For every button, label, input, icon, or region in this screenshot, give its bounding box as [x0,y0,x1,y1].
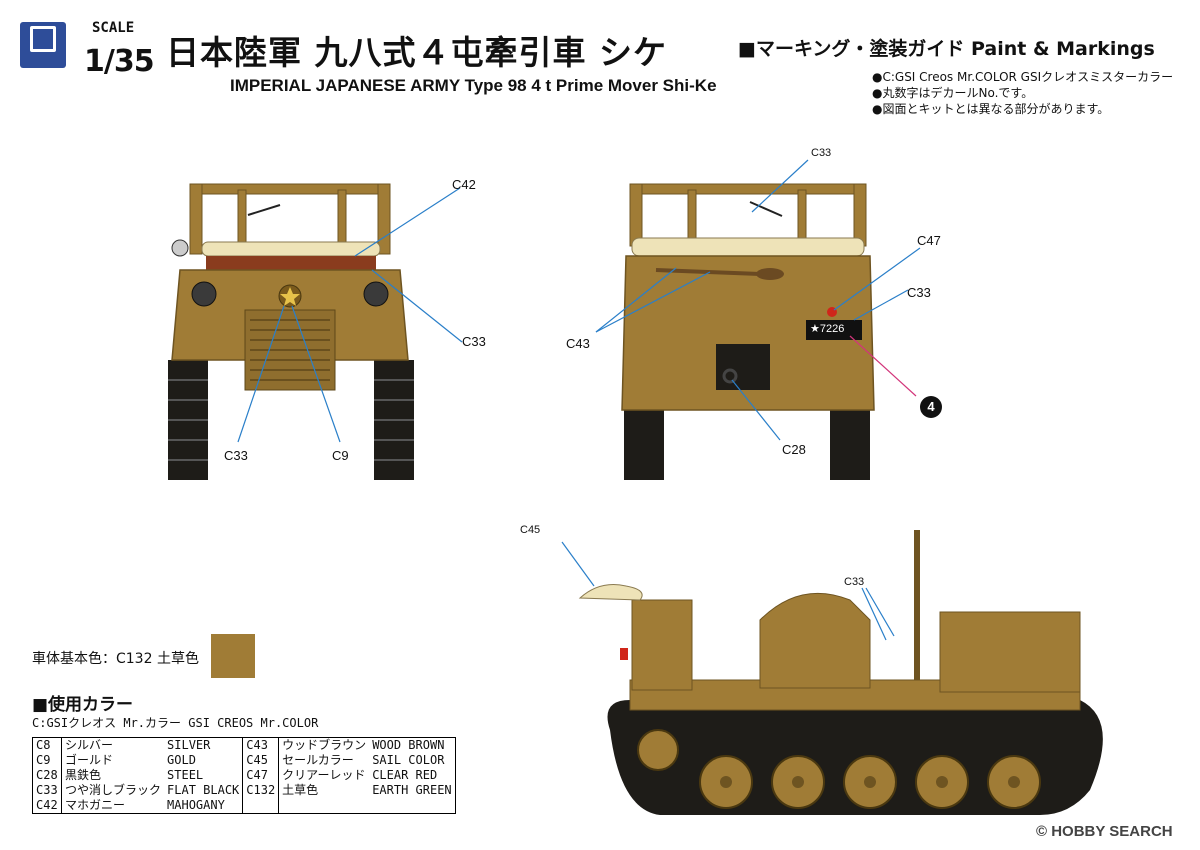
base-color-label: 車体基本色：C132 土草色 [32,651,199,667]
scale-word: SCALE [92,20,135,36]
table-row: C33 つや消しブラック FLAT BLACK C132 土草色 EARTH G… [32,783,456,798]
note-line-3: ●図面とキットとは異なる部分があります。 [872,102,1110,116]
used-colors-subtitle: C:GSIクレオス Mr.カラー GSI CREOS Mr.COLOR [32,716,319,730]
paint-code: C8 [32,737,62,753]
paint-jp: つや消しブラック [65,783,162,797]
rear-body [621,255,875,411]
table-row: C42 マホガニー MAHOGANY [32,798,456,814]
side-label-c33: C33 [844,576,865,588]
side-seat-cover [759,592,871,689]
paint-en: WOOD BROWN [372,738,445,752]
rear-number-plate [806,320,862,340]
paint-jp: シルバー [65,738,114,752]
paint-jp: ゴールド [65,753,114,767]
front-label-c42: C42 [452,177,476,192]
paint-jp: セールカラー [282,753,354,767]
pit-road-logo: PIT-ROAD [20,22,82,88]
rear-plate-text: ★7226 [810,323,845,335]
front-label-c33-right: C33 [462,334,486,349]
front-star-emblem [280,287,300,306]
used-colors-title: ■使用カラー [32,695,134,715]
front-canvas-roll [201,241,381,257]
paint-code: C47 [242,768,280,783]
front-label-c33-bottom: C33 [224,448,248,463]
table-row: C28 黒鉄色 STEEL C47 クリアーレッド CLEAR RED [32,768,456,783]
note-line-1: ●C:GSI Creos Mr.COLOR GSIクレオスミスターカラー [872,70,1174,84]
front-seat-mahogany [206,256,376,270]
rear-decal-number-badge: 4 [920,396,942,418]
table-row: C8 シルバー SILVER C43 ウッドブラウン WOOD BROWN [32,737,456,753]
paint-en: SAIL COLOR [372,753,445,767]
rear-label-c33-right: C33 [907,285,931,300]
paint-code: C28 [32,768,62,783]
rear-label-c47: C47 [917,233,941,248]
paint-code: C45 [242,753,280,768]
paint-code: C132 [242,783,280,798]
front-spotlight [171,239,189,257]
table-row: C9 ゴールド GOLD C45 セールカラー SAIL COLOR [32,753,456,768]
paint-jp: マホガニー [65,798,126,812]
front-headlight-left [191,281,217,307]
paint-en: MAHOGANY [164,798,244,814]
side-rear-box [631,599,693,691]
paint-jp: ウッドブラウン [282,738,367,752]
front-headlight-right [363,281,389,307]
note-line-2: ●丸数字はデカールNo.です。 [872,86,1034,100]
paint-table: C8 シルバー SILVER C43 ウッドブラウン WOOD BROWN C9… [32,737,456,814]
paint-jp: 黒鉄色 [65,768,102,782]
paint-code: C9 [32,753,62,768]
logo-mark-icon [30,26,56,52]
rear-view-drawing [595,159,921,480]
title-english: IMPERIAL JAPANESE ARMY Type 98 4 t Prime… [230,76,717,95]
front-label-c9: C9 [332,448,349,463]
scale-value: 1/35 [84,44,155,79]
paint-en: SILVER [164,737,244,753]
paint-en: FLAT BLACK [164,783,244,798]
paint-en: GOLD [164,753,244,768]
front-view-drawing [168,183,463,480]
side-folded-canvas [578,584,643,601]
paint-jp: 土草色 [282,783,319,797]
rear-hitch-opening [716,344,770,390]
paint-jp: クリアーレッド [282,768,366,782]
paint-en: CLEAR RED [372,768,438,782]
side-view-drawing [561,530,1103,815]
side-sprocket [637,729,679,771]
paint-code: C33 [32,783,62,798]
paint-en: STEEL [164,768,244,783]
rear-canvas-roll [631,237,865,257]
side-engine-hood [939,611,1081,693]
paint-en: EARTH GREEN [372,783,452,797]
side-label-c45: C45 [520,524,541,536]
hobby-search-watermark: © HOBBY SEARCH [1036,823,1173,840]
rear-label-c28: C28 [782,442,806,457]
logo-text: PIT-ROAD [45,80,83,88]
paint-code: C42 [32,798,62,814]
paint-code: C43 [242,737,280,753]
title-japanese: 日本陸軍 九八式４屯牽引車 シケ [166,33,667,72]
base-color-swatch [211,634,255,678]
guide-title: ■マーキング・塗装ガイド Paint & Markings [738,38,1155,60]
rear-label-c43: C43 [566,336,590,351]
rear-label-c33-top: C33 [811,147,832,159]
